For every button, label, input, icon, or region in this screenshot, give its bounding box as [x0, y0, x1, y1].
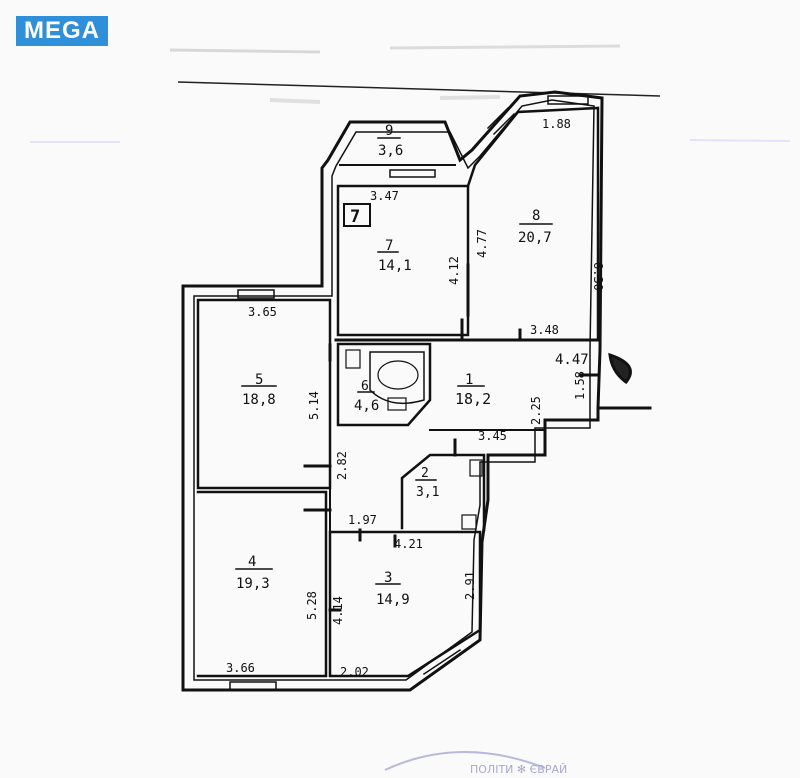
toilet-room-2 — [461, 514, 477, 530]
room-2-label: 2 3,1 — [416, 466, 439, 500]
dim-528: 5.28 — [305, 591, 319, 620]
dim-414: 4.14 — [331, 596, 345, 625]
svg-text:18,8: 18,8 — [242, 392, 276, 408]
dim-447: 4.47 — [555, 352, 589, 368]
dim-366: 3.66 — [226, 661, 255, 675]
dim-202: 2.02 — [340, 665, 369, 679]
dim-347: 3.47 — [370, 189, 399, 203]
entrance-symbol — [608, 352, 632, 385]
dim-412: 4.12 — [447, 256, 461, 285]
bathtub — [369, 351, 425, 405]
dim-348: 3.48 — [530, 323, 559, 337]
marker-box — [343, 203, 371, 227]
dim-421: 4.21 — [394, 537, 423, 551]
svg-text:6: 6 — [361, 379, 369, 394]
room-9-label: 9 3,6 — [378, 123, 403, 159]
wall-room-2 — [400, 453, 486, 532]
dim-365: 3.65 — [248, 305, 277, 319]
dim-197: 1.97 — [348, 513, 377, 527]
wall-room-4 — [196, 490, 328, 678]
bathtub-basin — [377, 360, 419, 390]
dim-225: 2.25 — [529, 396, 543, 425]
svg-text:ПОЛІТИ ✻ ЄВРАЙ: ПОЛІТИ ✻ ЄВРАЙ — [470, 763, 567, 776]
window-room-9 — [389, 169, 436, 178]
room-5-label: 5 18,8 — [242, 372, 276, 408]
svg-text:8: 8 — [532, 208, 540, 224]
room-3-label: 3 14,9 — [376, 570, 410, 608]
svg-text:4,6: 4,6 — [354, 398, 379, 414]
room-1-label: 1 18,2 — [455, 372, 491, 408]
svg-text:3,1: 3,1 — [416, 485, 439, 500]
svg-text:4: 4 — [248, 554, 256, 570]
wall-room-7 — [336, 184, 470, 337]
marker-box-number: 7 — [350, 207, 360, 227]
svg-text:7: 7 — [385, 238, 393, 254]
dim-188: 1.88 — [542, 117, 571, 131]
sink-room-2 — [469, 459, 483, 477]
door-ticks — [303, 263, 600, 612]
window-bay — [486, 106, 516, 136]
window-room-8 — [547, 95, 589, 105]
washbasin — [387, 397, 407, 411]
svg-text:3,6: 3,6 — [378, 143, 403, 159]
svg-text:14,9: 14,9 — [376, 592, 410, 608]
dim-291: 2.91 — [463, 571, 477, 600]
wall-room-6 — [336, 342, 432, 427]
window-room-3 — [418, 643, 462, 676]
svg-text:9: 9 — [385, 123, 393, 139]
toilet-room-6 — [345, 349, 361, 369]
dimension-labels: 1.88 3.47 3.65 3.48 4.47 3.45 1.97 4.21 … — [226, 117, 605, 679]
room-8-label: 8 20,7 — [518, 208, 552, 246]
dim-514: 5.14 — [307, 391, 321, 420]
svg-text:5: 5 — [255, 372, 263, 388]
svg-text:19,3: 19,3 — [236, 576, 270, 592]
room-4-label: 4 19,3 — [236, 554, 270, 592]
svg-text:3: 3 — [384, 570, 392, 586]
outer-wall — [181, 90, 652, 692]
dim-158: 1.58 — [573, 371, 587, 400]
room-6-label: 6 4,6 — [354, 379, 379, 414]
dim-630: 6.30 — [591, 262, 605, 291]
wall-corridor-lower — [329, 429, 546, 533]
svg-text:14,1: 14,1 — [378, 258, 412, 274]
svg-text:20,7: 20,7 — [518, 230, 552, 246]
room-7-label: 7 14,1 — [378, 238, 412, 274]
dim-282: 2.82 — [335, 451, 349, 480]
svg-text:2: 2 — [421, 466, 429, 481]
dim-345: 3.45 — [478, 429, 507, 443]
window-room-5 — [237, 289, 275, 299]
svg-text:1: 1 — [465, 372, 473, 388]
window-room-4 — [229, 681, 277, 691]
outer-wall-inner — [193, 99, 595, 681]
svg-text:18,2: 18,2 — [455, 390, 491, 408]
dim-477: 4.77 — [475, 229, 489, 258]
mega-logo: MEGA — [16, 16, 108, 46]
